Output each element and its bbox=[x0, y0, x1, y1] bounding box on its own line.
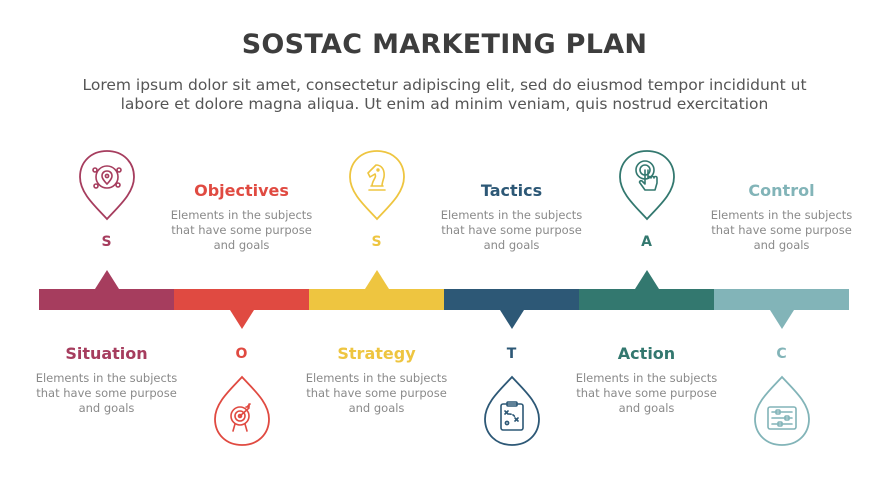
timeline-segment bbox=[309, 289, 444, 310]
pointer-down bbox=[229, 310, 254, 329]
step-letter: A bbox=[641, 234, 652, 250]
step-heading: Action bbox=[617, 344, 676, 363]
chess-knight-icon bbox=[347, 148, 407, 222]
sliders-control-icon bbox=[752, 374, 812, 448]
hand-tap-icon bbox=[617, 148, 677, 222]
step-letter: O bbox=[235, 346, 248, 362]
step-description: Elements in the subjects that have some … bbox=[35, 371, 178, 415]
target-icon bbox=[212, 374, 272, 448]
step-description: Elements in the subjects that have some … bbox=[170, 208, 313, 252]
timeline-segment bbox=[579, 289, 714, 310]
step-heading: Situation bbox=[65, 344, 148, 363]
step-letter: S bbox=[101, 234, 112, 250]
step-letter: C bbox=[776, 346, 787, 362]
step-description: Elements in the subjects that have some … bbox=[440, 208, 583, 252]
pointer-down bbox=[769, 310, 794, 329]
step-letter: S bbox=[371, 234, 382, 250]
step-description: Elements in the subjects that have some … bbox=[305, 371, 448, 415]
page-title: SOSTAC MARKETING PLAN bbox=[241, 29, 648, 60]
pointer-up bbox=[94, 270, 119, 289]
step-description: Elements in the subjects that have some … bbox=[575, 371, 718, 415]
tactics-clipboard-icon bbox=[482, 374, 542, 448]
step-heading: Control bbox=[748, 181, 815, 200]
pointer-up bbox=[634, 270, 659, 289]
step-heading: Objectives bbox=[194, 181, 289, 200]
step-description: Elements in the subjects that have some … bbox=[710, 208, 853, 252]
step-heading: Strategy bbox=[337, 344, 416, 363]
step-letter: T bbox=[506, 346, 517, 362]
step-heading: Tactics bbox=[480, 181, 543, 200]
page-subtitle: Lorem ipsum dolor sit amet, consectetur … bbox=[82, 76, 807, 113]
timeline-segment bbox=[444, 289, 579, 310]
location-network-icon bbox=[77, 148, 137, 222]
pointer-up bbox=[364, 270, 389, 289]
pointer-down bbox=[499, 310, 524, 329]
timeline-segment bbox=[714, 289, 849, 310]
timeline-segment bbox=[174, 289, 309, 310]
timeline-segment bbox=[39, 289, 174, 310]
